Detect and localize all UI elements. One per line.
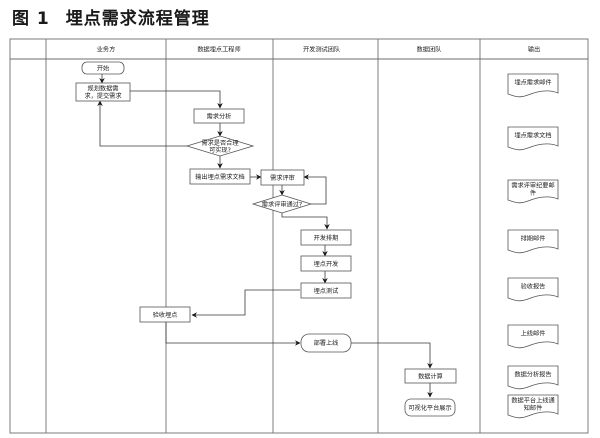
- node-plan-label-line1: 规划数据需: [88, 85, 119, 93]
- node-deploy: 部署上线: [300, 333, 352, 353]
- figure-caption: 埋点需求流程管理: [65, 9, 210, 29]
- output-document-label: 上线邮件: [521, 330, 546, 338]
- node-plan: 规划数据需 求，提交需求: [75, 82, 131, 102]
- node-analyze-label: 需求分析: [207, 113, 232, 121]
- document-shape: [507, 179, 559, 204]
- output-document: 埋点需求邮件: [507, 73, 559, 98]
- node-review-pass-label: 需求评审通过?: [262, 201, 302, 209]
- node-review-pass-decision: 需求评审通过?: [251, 194, 313, 214]
- output-document: 埋点需求文档: [507, 126, 559, 151]
- connectors: [97, 74, 433, 398]
- node-review-label: 需求评审: [270, 174, 295, 182]
- node-compute-label: 数据计算: [418, 373, 443, 381]
- output-document-label: 知邮件: [524, 404, 543, 412]
- document-shape: [507, 126, 559, 151]
- edge-accept-deploy: [165, 322, 301, 346]
- node-test-label: 埋点测试: [314, 287, 339, 295]
- document-shape: [507, 73, 559, 98]
- node-output-doc: 输出埋点需求文档: [189, 168, 251, 185]
- lane-grid: [9, 38, 589, 434]
- document-shape: [507, 277, 559, 302]
- edge-review-schedule: [281, 213, 330, 230]
- lane-header-output: 输出: [528, 46, 540, 54]
- node-visualize: 可视化平台展示: [404, 398, 456, 417]
- document-shape: [507, 229, 559, 254]
- node-feasible-line2: 可实现?: [209, 146, 231, 154]
- output-document-label: 埋点需求文档: [514, 132, 551, 140]
- node-accept-label: 验收埋点: [153, 311, 178, 319]
- document-shape: [507, 394, 559, 419]
- diagram-border: [9, 38, 589, 434]
- node-compute: 数据计算: [404, 368, 457, 384]
- output-document: 数据分析报告: [507, 365, 559, 390]
- document-shape: [507, 365, 559, 390]
- node-start: 开始: [81, 61, 125, 75]
- node-analyze: 需求分析: [193, 108, 245, 124]
- output-document: 验收报告: [507, 277, 559, 302]
- output-documents: 埋点需求邮件埋点需求文档需求评审纪要邮件排期邮件验收报告上线邮件数据分析报告数据…: [507, 73, 559, 419]
- output-document: 排期邮件: [507, 229, 559, 254]
- node-plan-label-line2: 求，提交需求: [84, 92, 121, 100]
- figure-number: 图 1: [12, 9, 50, 29]
- lane-header-data-team: 数据团队: [417, 46, 443, 54]
- node-develop: 埋点开发: [300, 255, 352, 272]
- output-document-label: 埋点需求邮件: [514, 79, 551, 87]
- node-start-label: 开始: [97, 65, 109, 73]
- output-document-label: 件: [530, 189, 536, 197]
- edge-review-reject: [303, 174, 327, 205]
- node-develop-label: 埋点开发: [314, 260, 339, 268]
- output-document-label: 排期邮件: [521, 235, 546, 243]
- output-document-label: 数据平台上线通: [511, 397, 554, 405]
- output-document-label: 数据分析报告: [514, 371, 551, 379]
- edge-plan-analyze: [130, 90, 223, 109]
- lane-header-business: 业务方: [97, 46, 116, 54]
- edge-test-accept: [191, 289, 300, 318]
- edge-feasible-reject: [97, 100, 188, 147]
- edge-deploy-compute: [350, 342, 433, 369]
- node-feasible-line1: 需求是否合理: [201, 139, 238, 147]
- lane-header-tracking-engineer: 数据埋点工程师: [197, 46, 240, 54]
- output-document-label: 验收报告: [521, 283, 546, 291]
- node-schedule-label: 开发排期: [314, 234, 339, 242]
- lane-header-dev-test-team: 开发测试团队: [303, 46, 341, 54]
- node-accept: 验收埋点: [139, 306, 191, 323]
- node-schedule: 开发排期: [300, 229, 352, 246]
- node-deploy-label: 部署上线: [314, 339, 339, 347]
- output-document: 上线邮件: [507, 324, 559, 349]
- node-visualize-label: 可视化平台展示: [408, 404, 451, 412]
- node-review: 需求评审: [260, 169, 305, 186]
- node-feasible-decision: 需求是否合理 可实现?: [185, 135, 255, 157]
- figure-title: 图 1 埋点需求流程管理: [12, 4, 210, 29]
- output-document-label: 需求评审纪要邮: [511, 182, 554, 190]
- node-output-doc-label: 输出埋点需求文档: [195, 173, 245, 181]
- document-shape: [507, 324, 559, 349]
- node-test: 埋点测试: [300, 282, 352, 299]
